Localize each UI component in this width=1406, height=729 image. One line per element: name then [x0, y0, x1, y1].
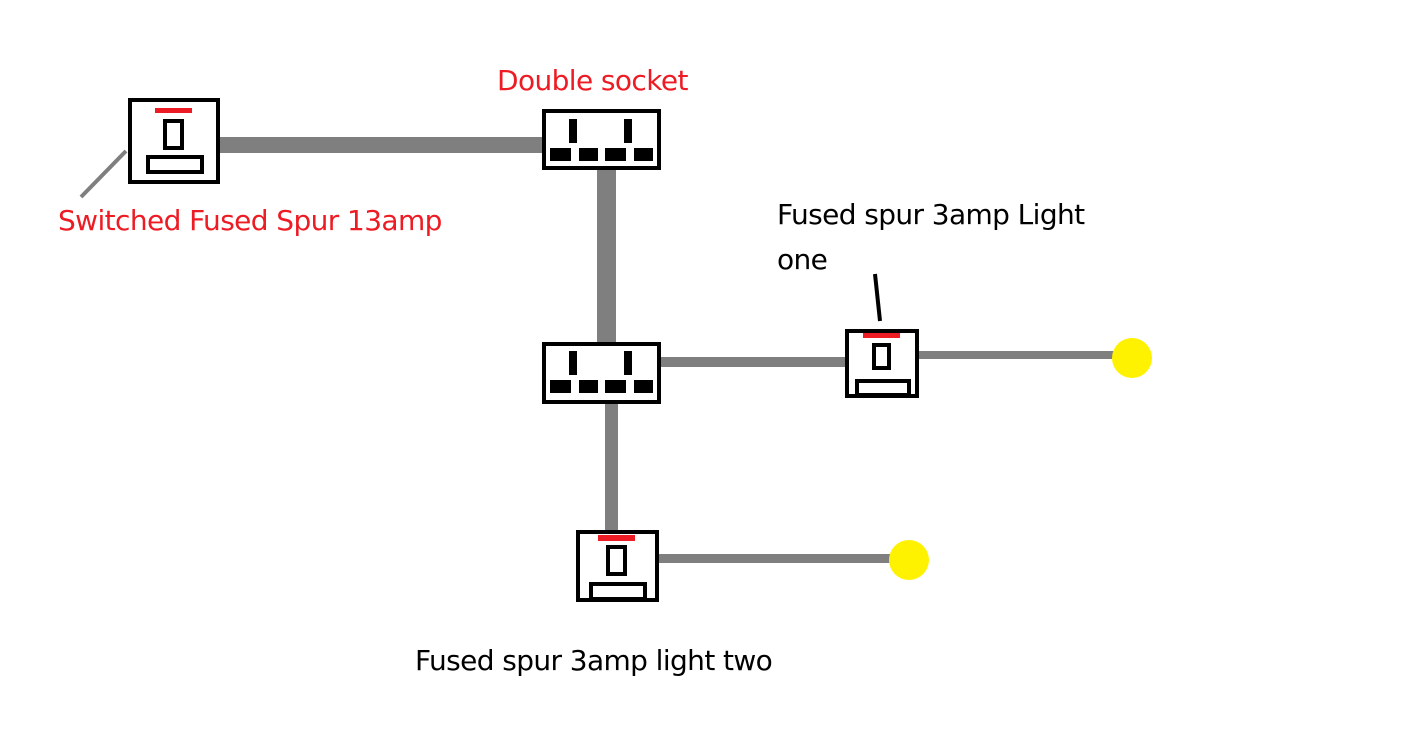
socket-faceplate [542, 342, 661, 404]
leader-line-switched-spur [79, 149, 128, 199]
label-switched-fused-spur: Switched Fused Spur 13amp [58, 204, 442, 237]
pin-slot-2-icon [579, 148, 598, 161]
cable-double-socket-2-to-spur-light-one [659, 357, 847, 367]
earth-pin-right-icon [624, 119, 632, 143]
pin-slot-4-icon [634, 380, 653, 393]
light-two-icon[interactable] [889, 540, 929, 580]
label-fused-spur-light-two: Fused spur 3amp light two [415, 644, 773, 677]
label-fused-spur-light-one: Fused spur 3amp Light one [777, 198, 1085, 276]
pin-slot-3-icon [605, 148, 626, 161]
label-double-socket: Double socket [497, 64, 688, 97]
indicator-light-icon [863, 333, 900, 338]
indicator-light-icon [155, 108, 192, 113]
switched-fused-spur-13amp[interactable] [128, 98, 220, 184]
rocker-switch-icon [589, 582, 647, 601]
light-one-icon[interactable] [1112, 338, 1152, 378]
fuse-holder-icon [163, 119, 184, 150]
cable-double-socket-1-to-2 [597, 170, 616, 344]
earth-pin-right-icon [624, 351, 632, 375]
earth-pin-left-icon [569, 119, 577, 143]
cable-spur-light-one-to-light-one [917, 351, 1117, 359]
cables [217, 137, 1117, 563]
earth-pin-left-icon [569, 351, 577, 375]
pin-slot-4-icon [634, 148, 653, 161]
leader-line-spur-light-one [873, 273, 882, 322]
fuse-holder-icon [606, 545, 627, 576]
double-socket-2[interactable] [542, 342, 661, 404]
cable-double-socket-2-to-spur-light-two [605, 402, 618, 533]
pin-slot-1-icon [550, 380, 571, 393]
fused-spur-light-two[interactable] [576, 530, 659, 602]
indicator-light-icon [598, 535, 635, 541]
cable-spur-to-double-socket-1 [217, 137, 545, 153]
pin-slot-2-icon [579, 380, 598, 393]
pin-slot-3-icon [605, 380, 626, 393]
rocker-switch-icon [855, 379, 911, 397]
pin-slot-1-icon [550, 148, 571, 161]
cable-spur-light-two-to-light-two [657, 554, 892, 563]
double-socket-1[interactable] [542, 109, 661, 170]
fuse-holder-icon [872, 343, 891, 370]
fused-spur-light-one[interactable] [845, 329, 919, 398]
rocker-switch-icon [146, 155, 204, 174]
